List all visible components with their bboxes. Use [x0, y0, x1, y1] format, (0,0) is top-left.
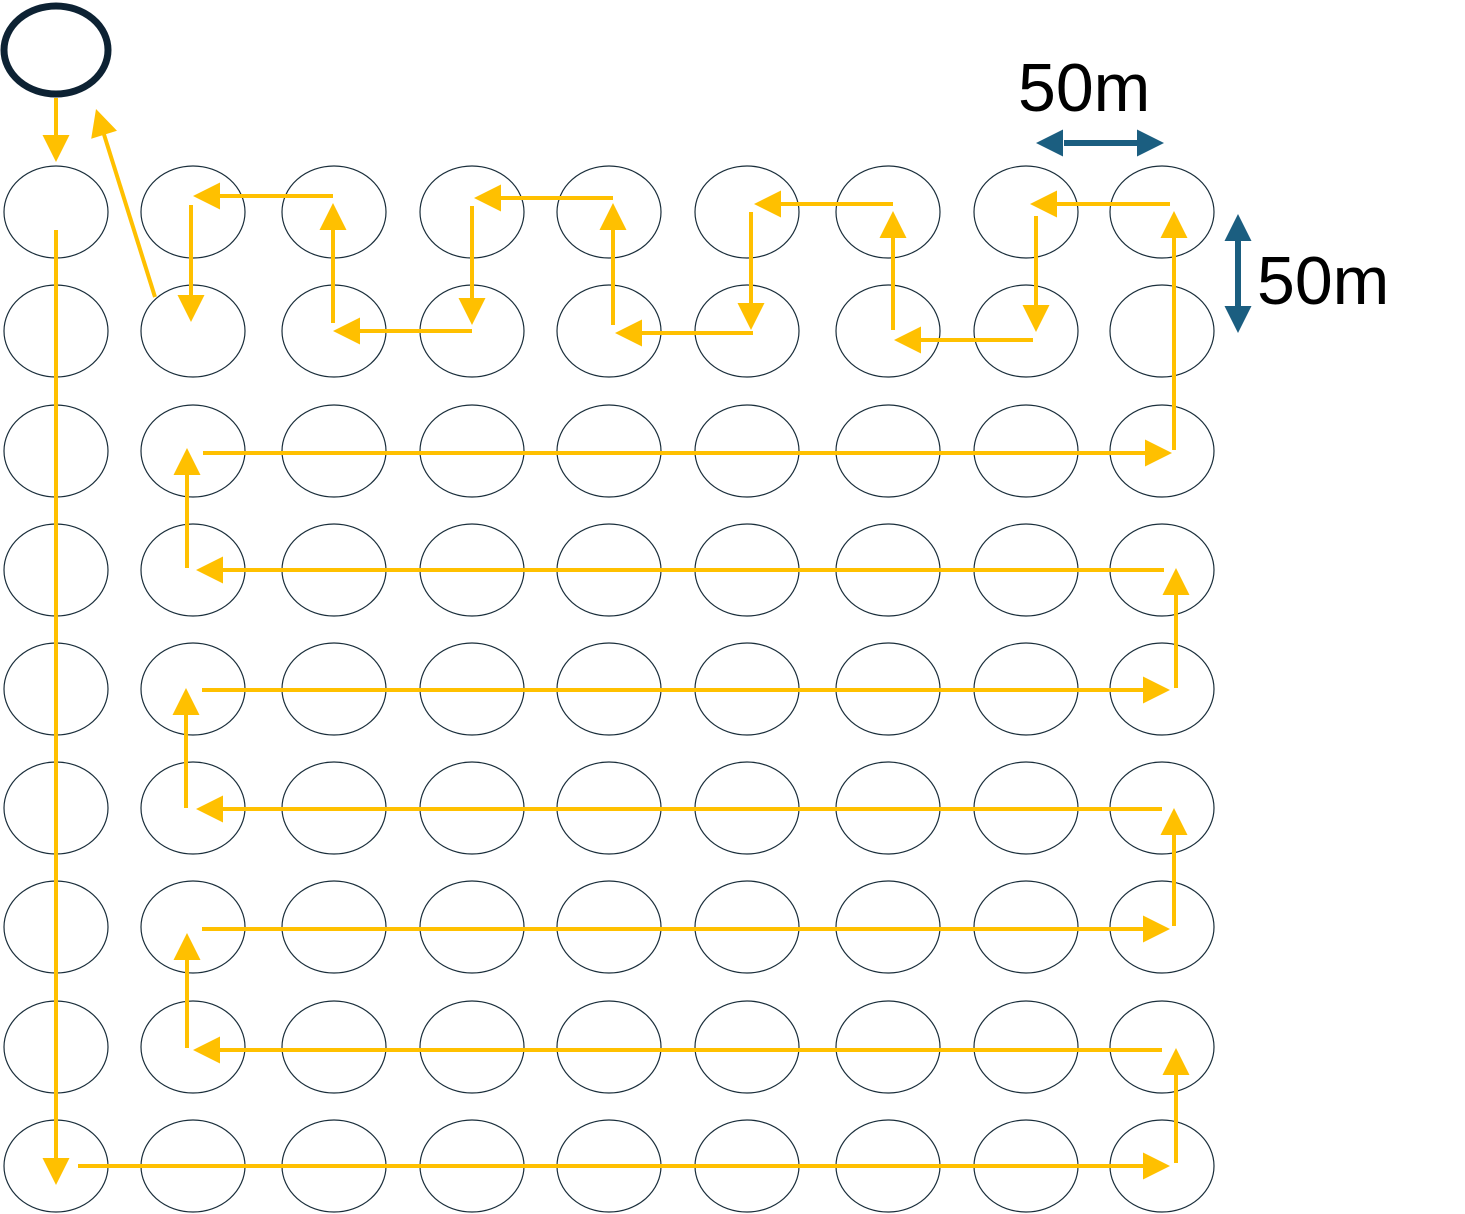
grid-node — [281, 1000, 387, 1094]
horizontal-scale-label: 50m — [1018, 50, 1151, 126]
grid-node — [694, 1000, 800, 1094]
path-arrowhead — [879, 211, 907, 238]
path-arrowhead — [1162, 568, 1190, 595]
path-arrowhead — [474, 184, 501, 212]
path-arrowhead — [1145, 439, 1172, 467]
path-arrowhead — [615, 319, 642, 347]
grid-node — [973, 284, 1079, 378]
path-arrowhead — [177, 295, 205, 322]
path-arrowhead — [737, 303, 765, 330]
grid-node — [140, 1000, 246, 1094]
path-segment — [100, 127, 157, 298]
path-arrowhead — [42, 1158, 70, 1185]
grid-node — [973, 165, 1079, 259]
vertical-scale-arrowhead-up — [1224, 214, 1252, 241]
path-arrowhead — [172, 688, 200, 715]
grid-node — [694, 165, 800, 259]
path-arrowhead — [458, 298, 486, 325]
path-arrowhead — [196, 795, 223, 823]
horizontal-scale-arrowhead-right — [1137, 129, 1164, 157]
path-arrowhead — [754, 190, 781, 218]
path-arrowhead — [1143, 676, 1170, 704]
path-arrowhead — [333, 317, 360, 345]
start-node — [0, 2, 112, 98]
vertical-scale-label: 50m — [1257, 243, 1390, 319]
path-arrowhead — [196, 556, 223, 584]
grid-node — [556, 1000, 662, 1094]
vertical-scale-arrowhead-down — [1224, 306, 1252, 333]
horizontal-scale-arrowhead-left — [1036, 129, 1063, 157]
path-arrowhead — [1160, 808, 1188, 835]
grid-node — [419, 1000, 525, 1094]
path-arrowhead — [599, 203, 627, 230]
grid-node — [973, 1000, 1079, 1094]
path-arrowhead — [1022, 305, 1050, 332]
path-arrowhead — [91, 109, 117, 139]
path-arrowhead — [1030, 190, 1057, 218]
path-arrowhead — [1160, 211, 1188, 238]
path-arrowhead — [894, 326, 921, 354]
path-arrowhead — [1143, 1152, 1170, 1180]
path-arrowhead — [42, 135, 70, 162]
path-arrowhead — [173, 933, 201, 960]
path-arrowhead — [319, 203, 347, 230]
grid-node — [1109, 1000, 1215, 1094]
path-arrowhead — [193, 182, 220, 210]
grid-node — [1109, 284, 1215, 378]
grid-node — [835, 284, 941, 378]
path-arrowhead — [1162, 1048, 1190, 1075]
grid-node — [556, 165, 662, 259]
grid-node — [1109, 165, 1215, 259]
path-arrowhead — [193, 1036, 220, 1064]
grid-node — [835, 165, 941, 259]
grid-node — [835, 1000, 941, 1094]
path-arrowhead — [173, 448, 201, 475]
path-arrowhead — [1143, 915, 1170, 943]
